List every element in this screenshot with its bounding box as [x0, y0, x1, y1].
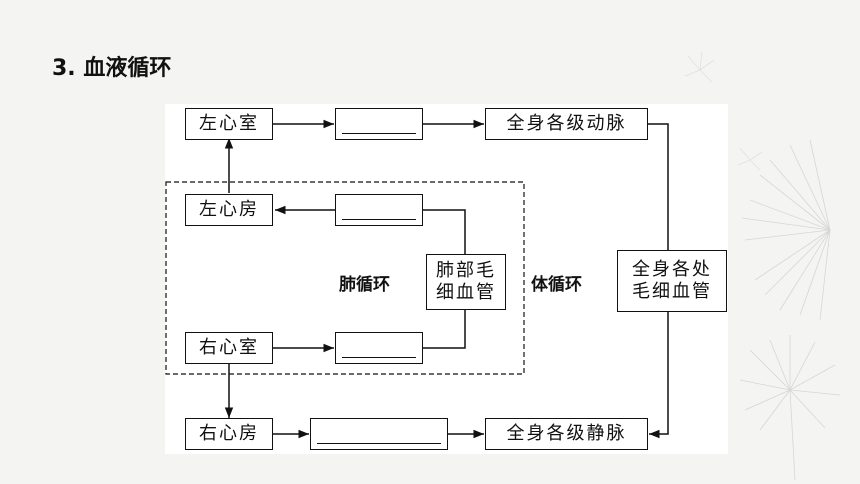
blank-underline-2 — [342, 219, 416, 220]
diagram-panel: 左心室 全身各级动脉 左心房 肺部毛 细血管 肺循环 体循环 全身各处 毛细血管… — [165, 104, 728, 454]
systemic-veins-box: 全身各级静脉 — [485, 418, 648, 450]
right-ventricle-label: 右心室 — [199, 336, 259, 358]
left-atrium-label: 左心房 — [199, 198, 259, 220]
lung-capillaries-line1: 肺部毛 — [436, 259, 496, 281]
lung-capillaries-box: 肺部毛 细血管 — [426, 254, 506, 310]
systemic-arteries-box: 全身各级动脉 — [485, 108, 648, 140]
right-atrium-label: 右心房 — [199, 422, 259, 444]
systemic-circulation-label: 体循环 — [531, 275, 582, 295]
answer-blank-4 — [310, 418, 448, 450]
answer-blank-1 — [335, 108, 423, 140]
body-capillaries-line1: 全身各处 — [632, 258, 712, 280]
left-atrium-box: 左心房 — [185, 194, 273, 226]
lung-capillaries-line2: 细血管 — [436, 282, 496, 303]
blank-underline-4 — [317, 443, 441, 444]
page-title: 3. 血液循环 — [52, 56, 172, 81]
blank-underline-3 — [342, 357, 416, 358]
right-ventricle-box: 右心室 — [185, 332, 273, 364]
pulmonary-circulation-label: 肺循环 — [339, 275, 390, 295]
answer-blank-3 — [335, 332, 423, 364]
pulmonary-region-outline — [165, 181, 525, 375]
answer-blank-2 — [335, 194, 423, 226]
blank-underline-1 — [342, 133, 416, 134]
systemic-veins-label: 全身各级静脉 — [506, 422, 627, 444]
connector-lines — [165, 119, 669, 439]
systemic-arteries-label: 全身各级动脉 — [506, 112, 627, 134]
left-ventricle-label: 左心室 — [199, 112, 259, 134]
body-capillaries-line2: 毛细血管 — [632, 281, 712, 302]
left-ventricle-box: 左心室 — [185, 108, 273, 140]
right-atrium-box: 右心房 — [185, 418, 273, 450]
body-capillaries-box: 全身各处 毛细血管 — [617, 250, 727, 312]
